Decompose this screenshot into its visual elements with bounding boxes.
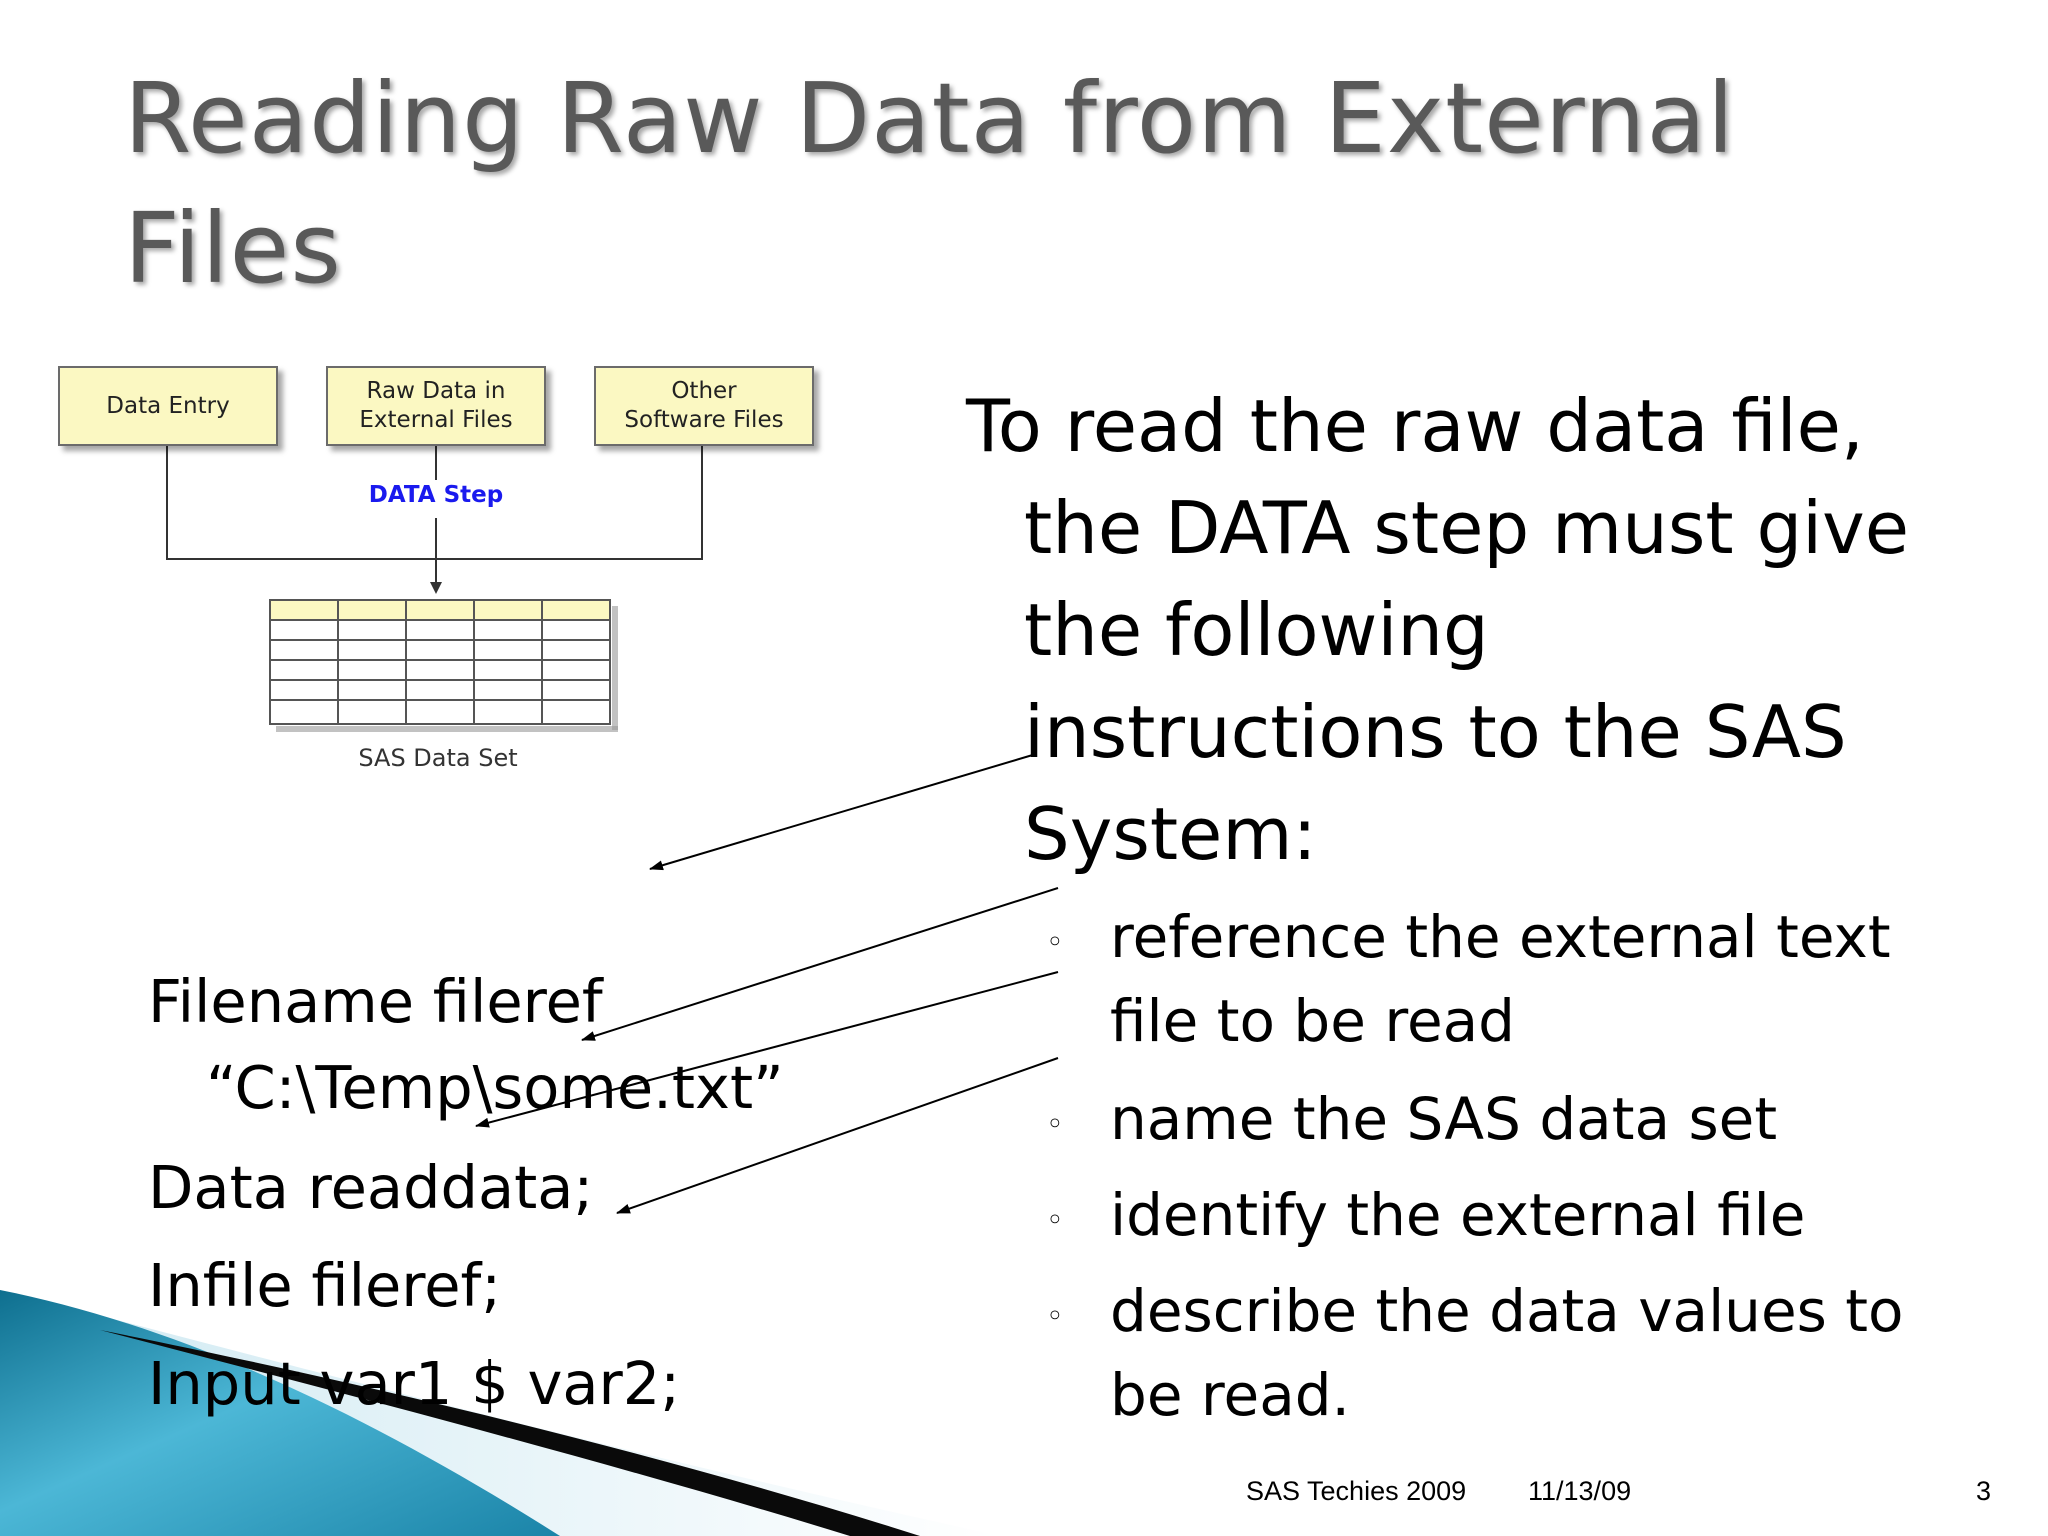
intro-line-3: the following [1024, 588, 1489, 672]
bullet-icon: ◦ [1046, 1107, 1064, 1142]
data-step-label: DATA Step [368, 482, 504, 508]
arrow-1 [649, 753, 1037, 871]
bullet-icon: ◦ [1046, 1299, 1064, 1334]
data-entry-box: Data Entry [58, 366, 278, 446]
bullet-1-line-1: reference the external text [1110, 903, 1891, 971]
bullet-4-line-2: be read. [1110, 1361, 1350, 1429]
slide-title-line-2: Files [124, 192, 342, 305]
footer-org: SAS Techies 2009 [1246, 1476, 1467, 1506]
arrow-2 [581, 887, 1059, 1041]
intro-line-5: System: [1024, 792, 1317, 876]
other-software-box: Other Software Files [594, 366, 814, 446]
intro-line-1: To read the raw data file, [966, 384, 1864, 468]
footer-date: 11/13/09 [1528, 1476, 1632, 1506]
bullet-icon: ◦ [1046, 925, 1064, 960]
bullet-2-line-1: name the SAS data set [1110, 1085, 1778, 1153]
code-line-4: Infile fileref; [148, 1251, 502, 1320]
code-line-5: Input var1 $ var2; [148, 1349, 681, 1418]
diagram-connectors [166, 446, 703, 594]
raw-data-box: Raw Data in External Files [326, 366, 546, 446]
other-software-label: Other Software Files [624, 378, 784, 433]
data-entry-label: Data Entry [106, 392, 230, 419]
code-line-3: Data readdata; [148, 1153, 594, 1222]
slide-title-line-1: Reading Raw Data from External [124, 62, 1735, 175]
sas-dataset-grid-icon [269, 599, 618, 732]
sas-dataset-label: SAS Data Set [358, 744, 518, 772]
decorative-wave [0, 1290, 1000, 1536]
arrow-3 [475, 971, 1059, 1128]
code-line-2: “C:\Temp\some.txt” [206, 1053, 784, 1122]
bullet-1-line-2: file to be read [1110, 987, 1515, 1055]
intro-line-4: instructions to the SAS [1024, 690, 1847, 774]
code-line-1: Filename fileref [148, 967, 603, 1036]
arrow-4 [616, 1057, 1059, 1214]
bullet-3-line-1: identify the external file [1110, 1181, 1806, 1249]
bullet-icon: ◦ [1046, 1203, 1064, 1238]
bullet-4-line-1: describe the data values to [1110, 1277, 1904, 1345]
page-number: 3 [1976, 1476, 1992, 1506]
intro-line-2: the DATA step must give [1024, 486, 1910, 570]
raw-data-label: Raw Data in External Files [359, 378, 513, 433]
